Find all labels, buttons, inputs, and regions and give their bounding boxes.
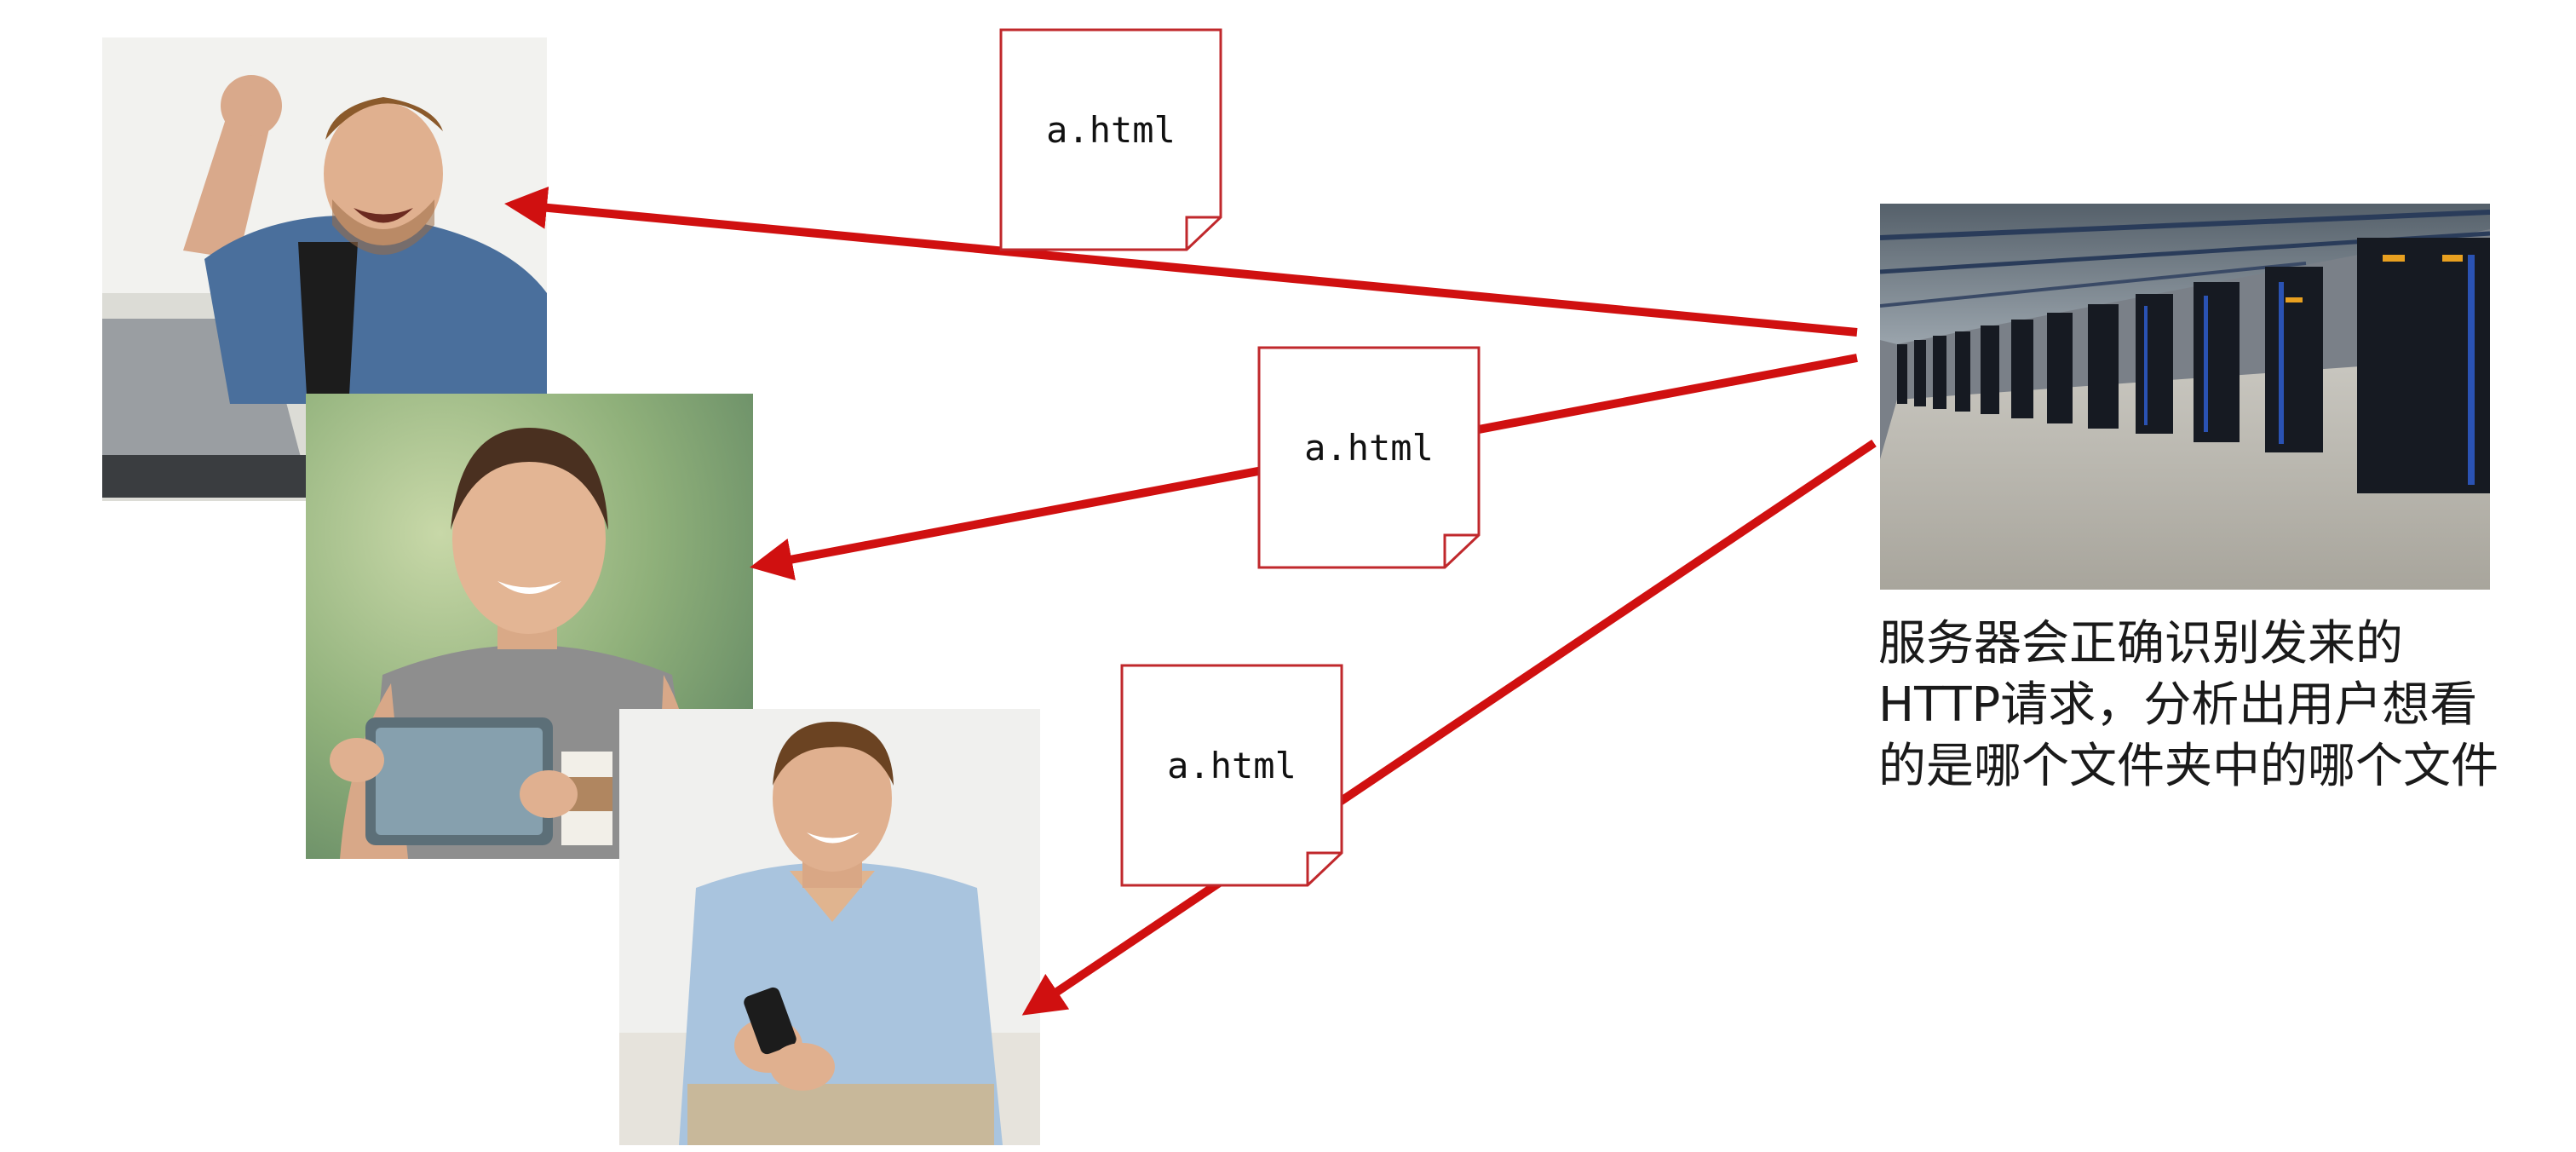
user-cheering-laptop-photo bbox=[102, 37, 547, 501]
document-icon bbox=[1257, 346, 1481, 569]
html-document-1: a.html bbox=[999, 28, 1222, 251]
document-icon bbox=[999, 28, 1222, 251]
document-label: a.html bbox=[1304, 426, 1434, 469]
document-label: a.html bbox=[1167, 744, 1297, 786]
server-room-photo bbox=[1880, 204, 2490, 590]
document-label: a.html bbox=[1046, 108, 1176, 151]
user-man-phone-photo bbox=[619, 709, 1040, 1145]
document-icon bbox=[1120, 664, 1343, 887]
html-document-2: a.html bbox=[1257, 346, 1481, 569]
server-caption: 服务器会正确识别发来的HTTP请求，分析出用户想看的是哪个文件夹中的哪个文件 bbox=[1878, 616, 2498, 794]
html-document-3: a.html bbox=[1120, 664, 1343, 887]
